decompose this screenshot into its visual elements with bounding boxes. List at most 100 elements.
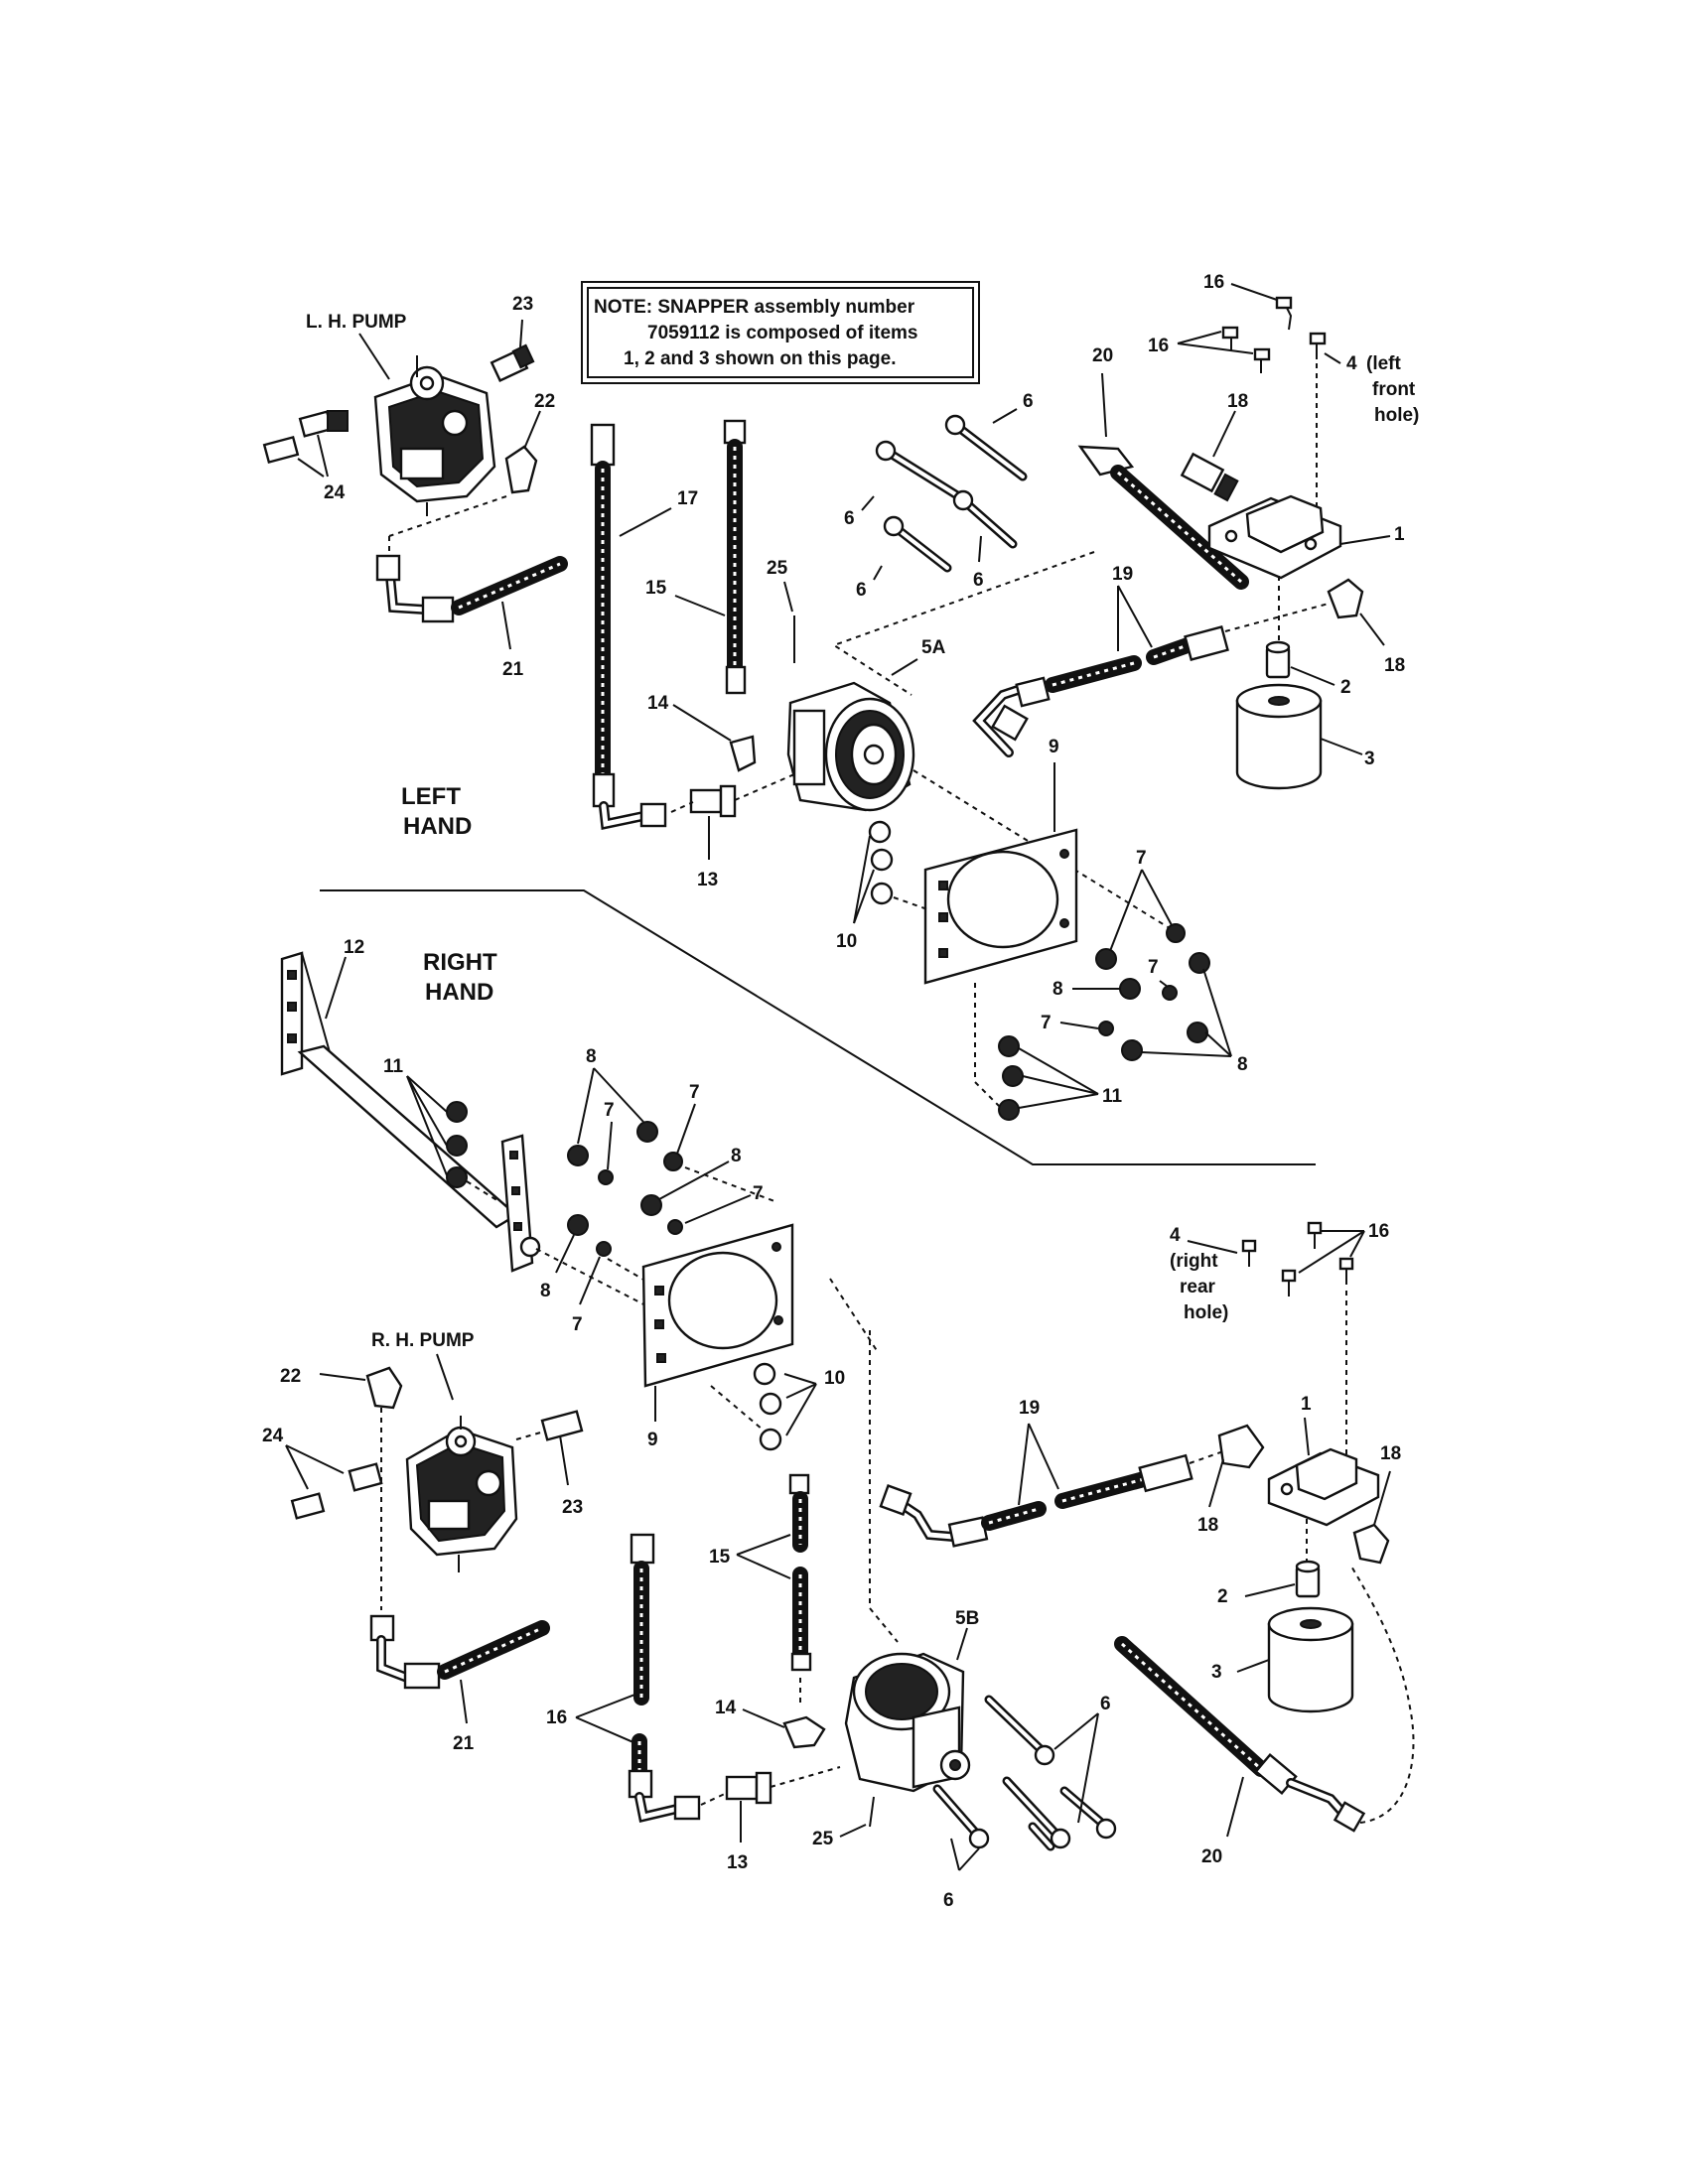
lh-dash-d [734, 773, 795, 801]
svg-text:20: 20 [1201, 1846, 1222, 1867]
svg-text:17: 17 [677, 488, 698, 509]
rh-dash-l [700, 1792, 728, 1806]
rh-hoses-19: 19 [879, 1398, 1193, 1548]
rh-fitting-13: 13 [725, 1771, 772, 1873]
lh-screw-25: 25 [767, 558, 795, 663]
lh-valve-block-1: 1 [1207, 494, 1405, 580]
svg-text:14: 14 [647, 693, 669, 714]
svg-text:18: 18 [1197, 1515, 1218, 1536]
rh-dash-e [829, 1278, 879, 1353]
lh-motor-5a: 5A [786, 637, 946, 812]
svg-text:1: 1 [1301, 1394, 1312, 1415]
rh-bolts-6: 6 6 [932, 1694, 1117, 1911]
svg-text:21: 21 [453, 1733, 475, 1754]
lh-dash-c [670, 801, 694, 813]
svg-text:8: 8 [731, 1146, 742, 1166]
rh-dash-c [684, 1166, 775, 1202]
rh-dash-b [535, 1248, 656, 1311]
svg-text:2: 2 [1340, 677, 1351, 698]
svg-text:9: 9 [1049, 737, 1059, 757]
lh-hose-17: 17 [590, 423, 698, 831]
rh-fitting-18b: 18 [1352, 1443, 1401, 1565]
section-label-right-hand: RIGHT HAND [423, 949, 497, 1006]
svg-text:7: 7 [604, 1100, 615, 1121]
svg-text:23: 23 [562, 1497, 583, 1518]
svg-text:6: 6 [844, 508, 855, 529]
lh-screws-16: 16 16 [1148, 272, 1327, 373]
rh-pump: R. H. PUMP [371, 1330, 518, 1572]
svg-text:6: 6 [943, 1890, 954, 1911]
svg-text:25: 25 [767, 558, 788, 579]
svg-text:3: 3 [1211, 1662, 1222, 1683]
note-line-1: NOTE: SNAPPER assembly number [594, 297, 915, 318]
lh-mounting-plate-9: 9 [923, 737, 1078, 985]
note-box: NOTE: SNAPPER assembly number 7059112 is… [581, 281, 980, 384]
svg-text:8: 8 [586, 1046, 597, 1067]
svg-text:hole): hole) [1184, 1302, 1228, 1323]
svg-text:22: 22 [280, 1366, 301, 1387]
svg-text:2: 2 [1217, 1586, 1228, 1607]
lh-dash-f [912, 769, 1179, 934]
rh-screws-16: 16 [1281, 1221, 1389, 1297]
lh-spacer-2: 2 [1265, 640, 1351, 698]
svg-text:8: 8 [540, 1281, 551, 1301]
svg-text:HAND: HAND [425, 979, 493, 1006]
svg-text:1: 1 [1394, 524, 1405, 545]
svg-text:16: 16 [1148, 336, 1169, 356]
svg-text:20: 20 [1092, 345, 1113, 366]
svg-text:15: 15 [709, 1547, 731, 1568]
rh-fittings-24: 24 [262, 1426, 383, 1520]
lh-fitting-23: 23 [490, 294, 535, 382]
rh-dash-g [869, 1607, 899, 1643]
svg-text:6: 6 [973, 570, 984, 591]
svg-text:7: 7 [689, 1082, 700, 1103]
svg-text:24: 24 [262, 1426, 284, 1446]
svg-text:18: 18 [1380, 1443, 1401, 1464]
svg-text:23: 23 [512, 294, 533, 315]
svg-text:7: 7 [572, 1314, 583, 1335]
lh-fitting-22: 22 [504, 391, 555, 494]
rh-hoses-15: 15 [709, 1473, 812, 1672]
rh-screw-25: 25 [812, 1796, 875, 1849]
svg-text:rear: rear [1180, 1277, 1216, 1297]
rh-hose-20: 20 [1114, 1564, 1415, 1867]
rh-dash-p [1189, 1450, 1224, 1464]
svg-text:(left: (left [1366, 353, 1402, 374]
svg-text:7: 7 [753, 1183, 764, 1204]
svg-text:7: 7 [1041, 1013, 1052, 1033]
rh-fitting-14: 14 [715, 1698, 826, 1749]
svg-text:7: 7 [1136, 848, 1147, 869]
lh-note-4: 4 (left front hole) [1324, 352, 1419, 426]
svg-text:24: 24 [324, 482, 346, 503]
svg-text:6: 6 [856, 580, 867, 601]
rh-bolts-10: 10 [753, 1362, 845, 1451]
rh-dash-d [607, 1258, 646, 1282]
svg-text:6: 6 [1100, 1694, 1111, 1714]
rh-dash-m [770, 1766, 841, 1788]
rh-isolator-3: 3 [1211, 1606, 1354, 1713]
rh-fitting-23: 23 [540, 1410, 584, 1518]
svg-text:(right: (right [1170, 1251, 1218, 1272]
svg-text:HAND: HAND [403, 813, 472, 840]
rh-fitting-22: 22 [280, 1366, 403, 1410]
lh-dash-j [893, 896, 928, 910]
svg-text:18: 18 [1227, 391, 1248, 412]
lh-fitting-18a: 18 [1180, 391, 1248, 502]
lh-isolator-3: 3 [1235, 683, 1375, 790]
rh-valve-block-1: 1 [1267, 1394, 1380, 1527]
rh-nuts-11: 11 [383, 1056, 468, 1188]
lh-hardware-7-8-11: 7 7 8 7 8 11 [998, 848, 1248, 1121]
svg-text:15: 15 [645, 578, 667, 599]
lh-dash-e [831, 551, 1095, 696]
rh-hardware-7-8: 8 7 7 8 7 8 7 [540, 1046, 764, 1335]
svg-text:4: 4 [1170, 1225, 1181, 1246]
lh-hose-21: 21 [375, 554, 568, 680]
lh-dash-i [1224, 603, 1330, 632]
rh-dash-j [515, 1431, 545, 1440]
rh-mounting-plate-9: 9 [641, 1223, 794, 1450]
rh-dash-a [466, 1180, 499, 1202]
svg-text:RIGHT: RIGHT [423, 949, 497, 976]
lh-pump-label: L. H. PUMP [306, 312, 407, 333]
lh-dash-a [388, 495, 507, 537]
